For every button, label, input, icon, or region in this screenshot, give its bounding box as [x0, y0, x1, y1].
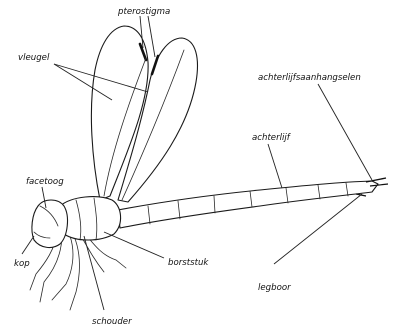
leg [70, 236, 80, 310]
leader-legboor [274, 194, 362, 264]
leader-achterlijfsaanhangselen [318, 84, 372, 180]
leader-achterlijf [268, 144, 282, 188]
label-legboor: legboor [258, 283, 291, 293]
abdomen [118, 178, 388, 228]
label-kop: kop [14, 259, 30, 269]
label-achterlijf: achterlijf [252, 133, 292, 143]
leader-schouder [84, 236, 104, 310]
leader-pterostigma [148, 16, 155, 57]
label-facetoog: facetoog [26, 177, 64, 187]
head-outline [32, 200, 68, 247]
abdomen-outline [118, 181, 378, 228]
label-pterostigma: pterostigma [117, 7, 170, 17]
head [32, 200, 68, 247]
wings [91, 26, 197, 202]
label-achterlijfsaanhangselen: achterlijfsaanhangselen [258, 73, 361, 83]
label-schouder: schouder [92, 317, 132, 327]
label-vleugel: vleugel [18, 53, 50, 63]
leader-borststuk [104, 232, 164, 258]
leader-kop [22, 236, 34, 254]
label-borststuk: borststuk [168, 258, 209, 268]
abdomen-appendage [366, 178, 386, 182]
